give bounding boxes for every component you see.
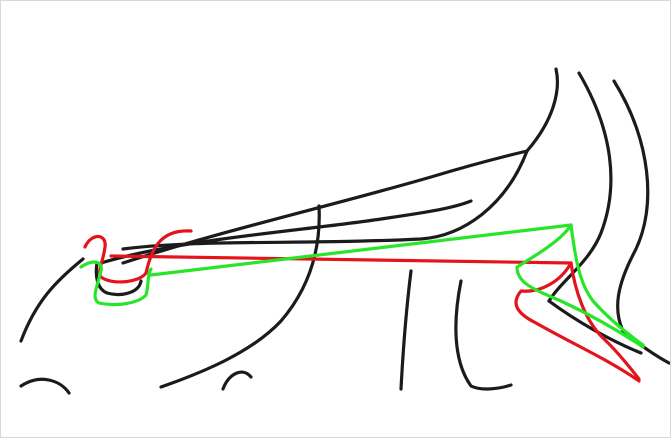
forehead-line [525, 67, 559, 153]
chin-curve [19, 377, 71, 395]
ear-outer [547, 71, 613, 303]
green-vertical [569, 223, 645, 347]
green-right-triangle [515, 223, 645, 349]
green-overlay [79, 223, 645, 349]
brow-line [121, 149, 529, 251]
red-right-diagonal [514, 261, 573, 325]
neck-curve-1 [399, 269, 413, 391]
face-upper-contour [121, 149, 529, 265]
ear-inner [612, 79, 650, 333]
jaw-line [159, 204, 321, 389]
red-vertical [569, 261, 641, 381]
front-outline [19, 257, 85, 343]
nose-top-line [99, 199, 473, 265]
red-hook-right [144, 229, 193, 275]
green-long-line [149, 223, 573, 277]
green-hook [79, 260, 153, 307]
nostril-left [94, 261, 143, 297]
lip-small-curve [221, 370, 253, 391]
neck-curve-2 [454, 279, 513, 391]
red-descent [534, 321, 641, 383]
red-horizontal-line [109, 254, 573, 265]
